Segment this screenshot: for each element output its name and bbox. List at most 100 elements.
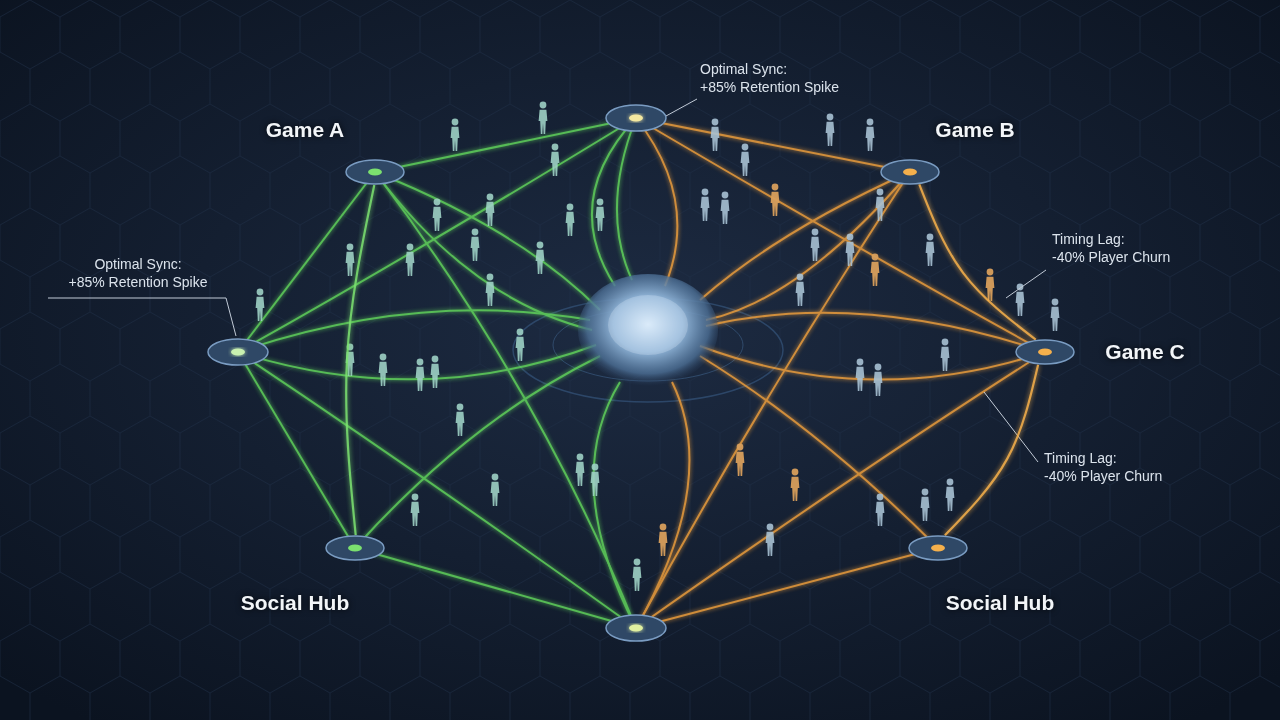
player-figure <box>1051 299 1060 331</box>
player-figure <box>633 559 642 591</box>
leader-lines <box>48 99 1046 462</box>
orange-link <box>636 352 1045 628</box>
node-label: Social Hub <box>946 591 1055 615</box>
leader-line <box>666 99 697 116</box>
player-figure <box>811 229 820 261</box>
player-figure <box>411 494 420 526</box>
network-link <box>919 184 1035 339</box>
green-link <box>238 352 355 548</box>
disc-light <box>348 545 362 552</box>
green-link <box>594 382 636 628</box>
player-figure <box>536 242 545 274</box>
orange-link <box>636 118 910 172</box>
player-figure <box>256 289 265 321</box>
player-figure <box>856 359 865 391</box>
platform-node: Game C <box>1015 339 1075 365</box>
network-link <box>945 365 1038 536</box>
disc-outline <box>909 536 967 560</box>
green-link <box>355 356 600 548</box>
hub-disc <box>606 615 666 641</box>
player-figure <box>566 204 575 236</box>
disc-light <box>231 349 245 356</box>
players-right <box>701 114 1060 556</box>
orange-link <box>700 346 1045 380</box>
player-figure <box>591 464 600 496</box>
player-figure <box>866 119 875 151</box>
disc-outline <box>326 536 384 560</box>
player-figure <box>766 524 775 556</box>
player-figure <box>516 329 525 361</box>
player-figure <box>379 354 388 386</box>
callout-note: Optimal Sync: +85% Retention Spike <box>48 255 228 291</box>
platform-disc <box>1015 339 1075 365</box>
hub-disc <box>208 339 268 365</box>
player-figure <box>576 454 585 486</box>
green-links <box>238 118 636 628</box>
player-figure <box>486 194 495 226</box>
player-figure <box>796 274 805 306</box>
callout-note: Timing Lag: -40% Player Churn <box>1044 449 1162 485</box>
hub-disc <box>606 105 666 131</box>
player-figure <box>876 189 885 221</box>
platform-node: Game B <box>880 159 940 185</box>
player-figure <box>826 114 835 146</box>
player-figure <box>741 144 750 176</box>
orange-link <box>636 118 677 286</box>
green-link <box>238 310 590 352</box>
platform-node: Social Hub <box>325 535 385 561</box>
core-glow <box>608 295 688 355</box>
player-figure <box>986 269 995 301</box>
callout-note: Timing Lag: -40% Player Churn <box>1052 230 1170 266</box>
platform-disc <box>345 159 405 185</box>
player-figure <box>771 184 780 216</box>
player-figure <box>711 119 720 151</box>
player-figure <box>791 469 800 501</box>
player-figure <box>946 479 955 511</box>
green-link <box>592 118 636 286</box>
node-label: Game C <box>1105 340 1184 364</box>
platform-disc <box>908 535 968 561</box>
players-left <box>256 102 642 591</box>
player-figure <box>551 144 560 176</box>
player-figure <box>451 119 460 151</box>
player-figure <box>491 474 500 506</box>
green-link <box>617 118 636 280</box>
player-figure <box>926 234 935 266</box>
hub-discs <box>208 105 666 641</box>
disc-outline <box>881 160 939 184</box>
disc-light <box>931 545 945 552</box>
green-link <box>238 172 375 352</box>
green-link <box>238 352 636 628</box>
orange-link <box>636 172 910 628</box>
disc-outline <box>1016 340 1074 364</box>
player-figure <box>736 444 745 476</box>
player-figure <box>876 494 885 526</box>
leader-line <box>1006 270 1046 298</box>
orange-link <box>700 172 910 300</box>
node-label: Social Hub <box>241 591 350 615</box>
central-core <box>578 274 718 386</box>
green-link <box>375 172 592 330</box>
orange-link <box>706 313 1045 352</box>
disc-light <box>629 625 643 632</box>
player-figure <box>874 364 883 396</box>
node-label: Game B <box>935 118 1014 142</box>
player-figure <box>596 199 605 231</box>
disc-light <box>368 169 382 176</box>
green-link <box>375 172 600 310</box>
player-figure <box>416 359 425 391</box>
disc-outline <box>346 160 404 184</box>
player-figure <box>701 189 710 221</box>
platform-node: Game A <box>345 159 405 185</box>
players-orange <box>659 184 995 556</box>
green-link <box>355 548 636 628</box>
leader-line <box>48 298 236 336</box>
disc-light <box>1038 349 1052 356</box>
player-figure <box>456 404 465 436</box>
player-figure <box>431 356 440 388</box>
player-figure <box>346 244 355 276</box>
network-link <box>346 185 374 535</box>
